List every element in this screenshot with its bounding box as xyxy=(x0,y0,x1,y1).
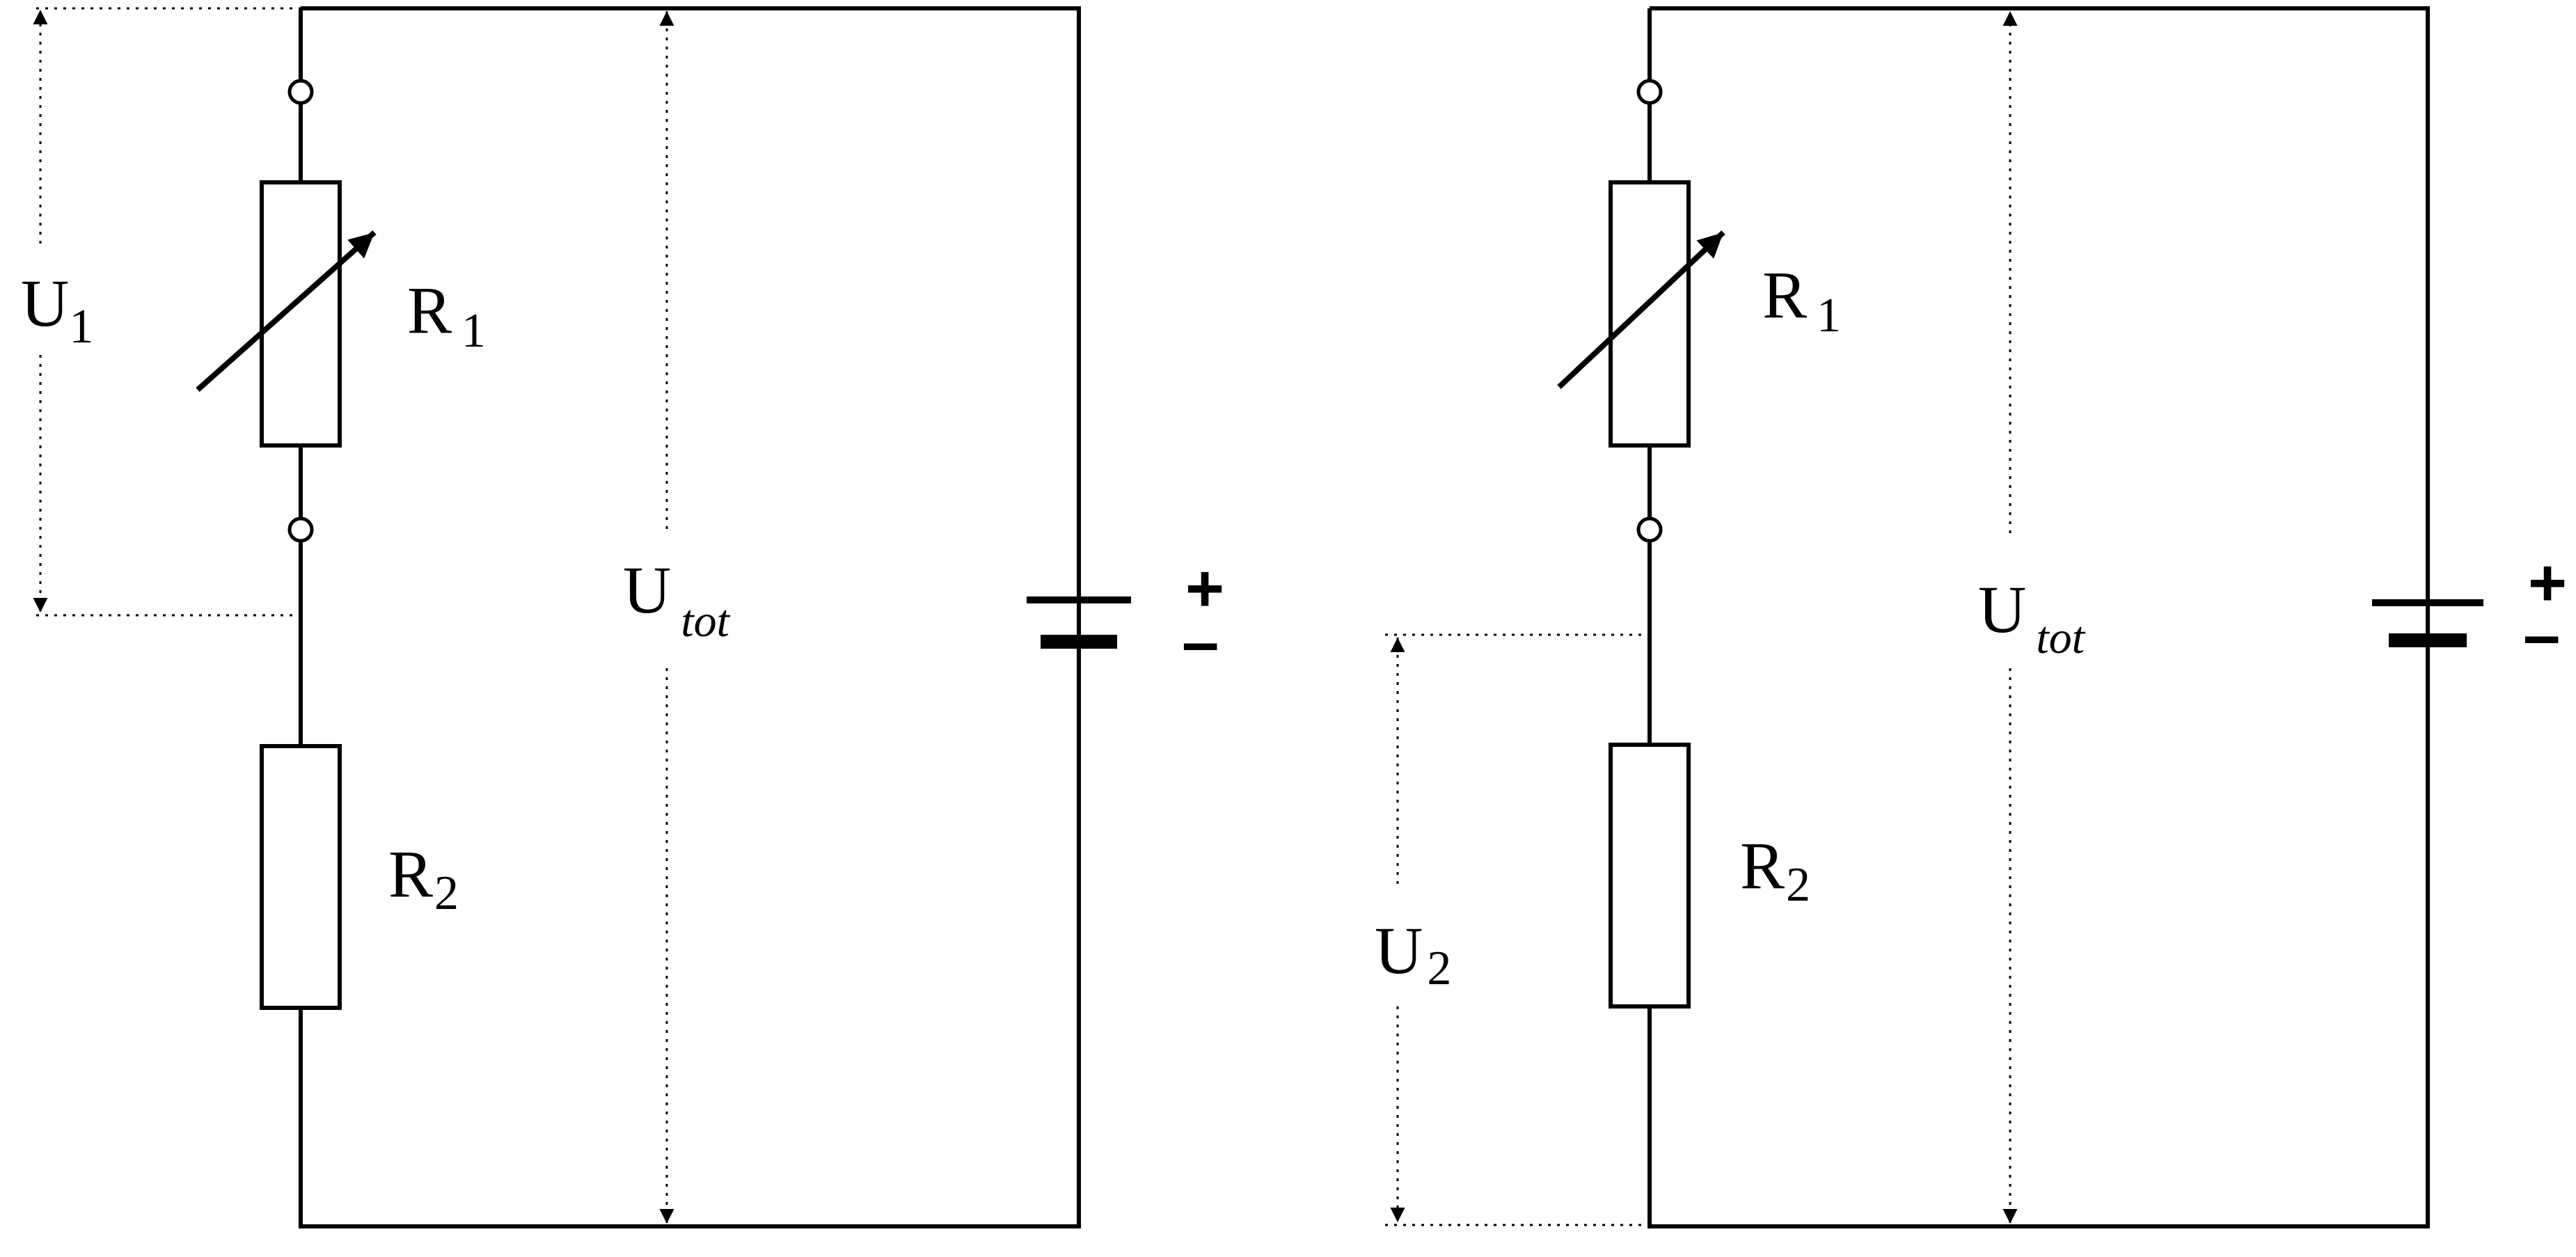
battery-minus-sign-right: – xyxy=(2523,598,2560,672)
battery-plus-sign-right: + xyxy=(2528,546,2567,620)
resistor-r2-right xyxy=(1609,743,1691,1009)
circuit-left xyxy=(33,6,1131,1228)
variable-arrow-r1-right xyxy=(1557,230,1725,389)
label-u1: U1 xyxy=(21,266,93,354)
label-r2-right: R2 xyxy=(1740,828,1810,912)
battery-minus-sign: – xyxy=(1182,605,1219,679)
label-u2: U2 xyxy=(1375,913,1451,995)
terminal-bottom xyxy=(287,516,314,543)
circuit-right xyxy=(1385,6,2483,1228)
variable-arrow-r1 xyxy=(196,230,377,392)
terminal-top-right xyxy=(1636,79,1663,105)
label-r2: R2 xyxy=(388,837,459,920)
battery-plus-sign: + xyxy=(1185,551,1224,626)
resistor-r1 xyxy=(260,180,342,448)
terminal-top xyxy=(287,79,314,105)
resistor-r2 xyxy=(260,744,342,1010)
terminal-bottom-right xyxy=(1636,516,1663,543)
resistor-r1-right xyxy=(1609,180,1691,448)
